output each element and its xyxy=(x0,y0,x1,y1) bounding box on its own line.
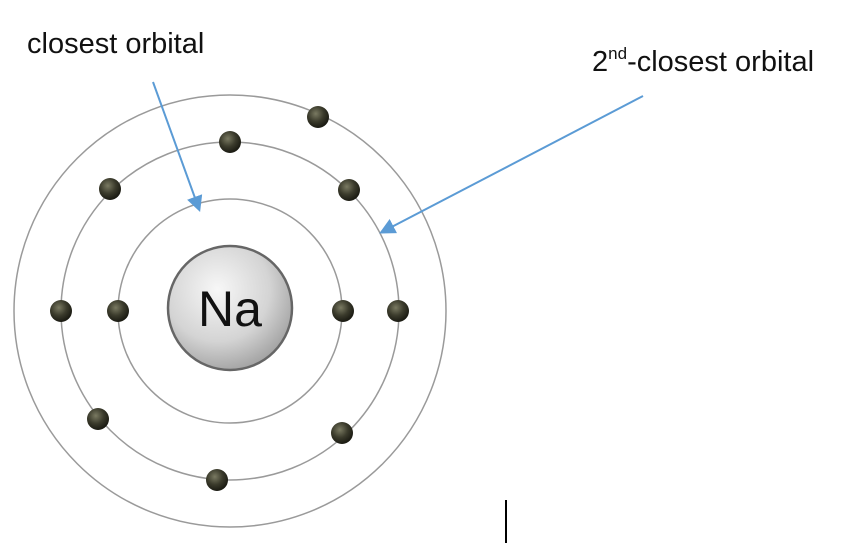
electron xyxy=(338,179,360,201)
electron xyxy=(206,469,228,491)
electron xyxy=(331,422,353,444)
electron xyxy=(219,131,241,153)
electron xyxy=(307,106,329,128)
electron xyxy=(99,178,121,200)
electron xyxy=(107,300,129,322)
label-second-closest-orbital: 2nd-closest orbital xyxy=(592,45,815,78)
electron xyxy=(50,300,72,322)
label-closest-text: closest orbital xyxy=(27,28,205,60)
arrow-closest-orbital xyxy=(152,81,203,213)
arrow-second-closest-orbital xyxy=(379,95,644,234)
label-second-superscript: nd xyxy=(608,44,628,63)
label-second-number: 2 xyxy=(592,46,609,78)
label-second-rest: -closest orbital xyxy=(627,46,815,78)
electron xyxy=(332,300,354,322)
label-closest-orbital: closest orbital xyxy=(27,30,204,59)
nucleus-symbol: Na xyxy=(198,281,262,337)
text-cursor xyxy=(505,500,507,543)
nucleus xyxy=(166,244,294,372)
electron xyxy=(87,408,109,430)
orbit-ring-3 xyxy=(13,94,447,528)
electron xyxy=(387,300,409,322)
